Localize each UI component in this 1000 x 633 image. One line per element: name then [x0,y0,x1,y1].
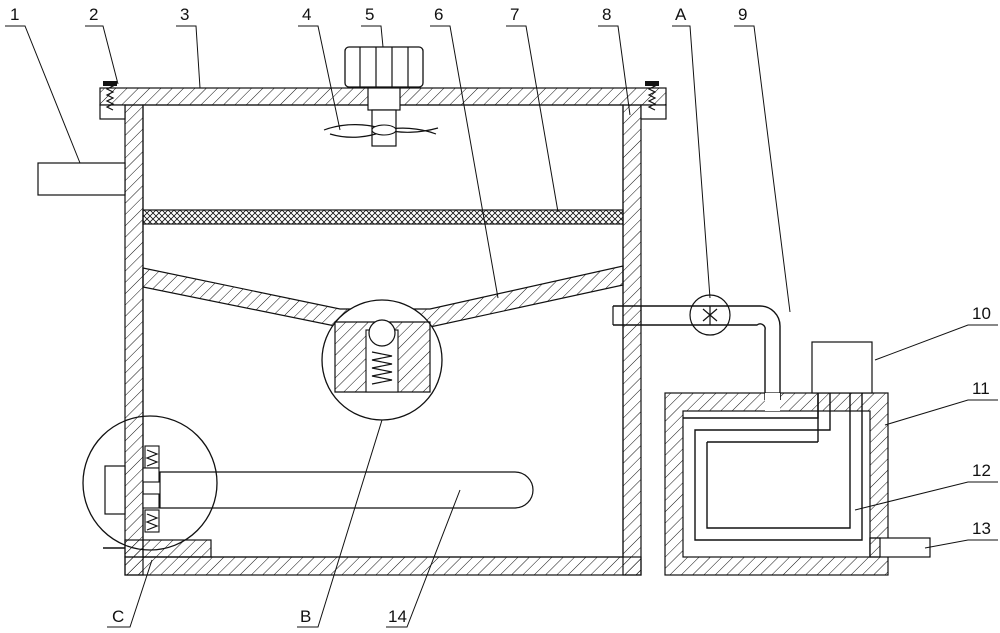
label-4: 4 [302,5,311,24]
label-12: 12 [972,461,991,480]
motor [344,46,424,88]
label-5: 5 [365,5,374,24]
drain-pipe [869,537,931,558]
label-13: 13 [972,519,991,538]
main-tank [124,104,642,576]
coil-pipe [683,393,863,541]
label-3: 3 [180,5,189,24]
label-6: 6 [434,5,443,24]
outlet-pipe [612,305,781,400]
heater-mount-detail-c [82,415,218,551]
label-c: C [112,607,124,626]
label-a: A [675,5,687,24]
label-11: 11 [972,379,990,398]
lid-spring-right [645,81,659,111]
heater-rod [159,471,534,509]
label-2: 2 [89,5,98,24]
valve-detail-b [321,299,443,421]
label-7: 7 [510,5,519,24]
label-14: 14 [388,607,407,626]
secondary-tank [664,392,889,576]
label-1: 1 [10,5,19,24]
label-9: 9 [738,5,747,24]
fan [323,87,439,147]
lid-spring-left [103,81,117,111]
label-10: 10 [972,304,991,323]
drain-block [124,539,212,558]
inlet-pipe [37,162,126,196]
leader-lines [5,25,998,628]
filter-screen [142,209,624,225]
part-labels: 1 2 3 4 5 6 7 8 A 9 10 11 12 13 C B 14 [10,5,991,626]
valve-detail-a [689,294,731,336]
label-8: 8 [602,5,611,24]
label-b: B [300,607,311,626]
pump-box [811,341,873,394]
